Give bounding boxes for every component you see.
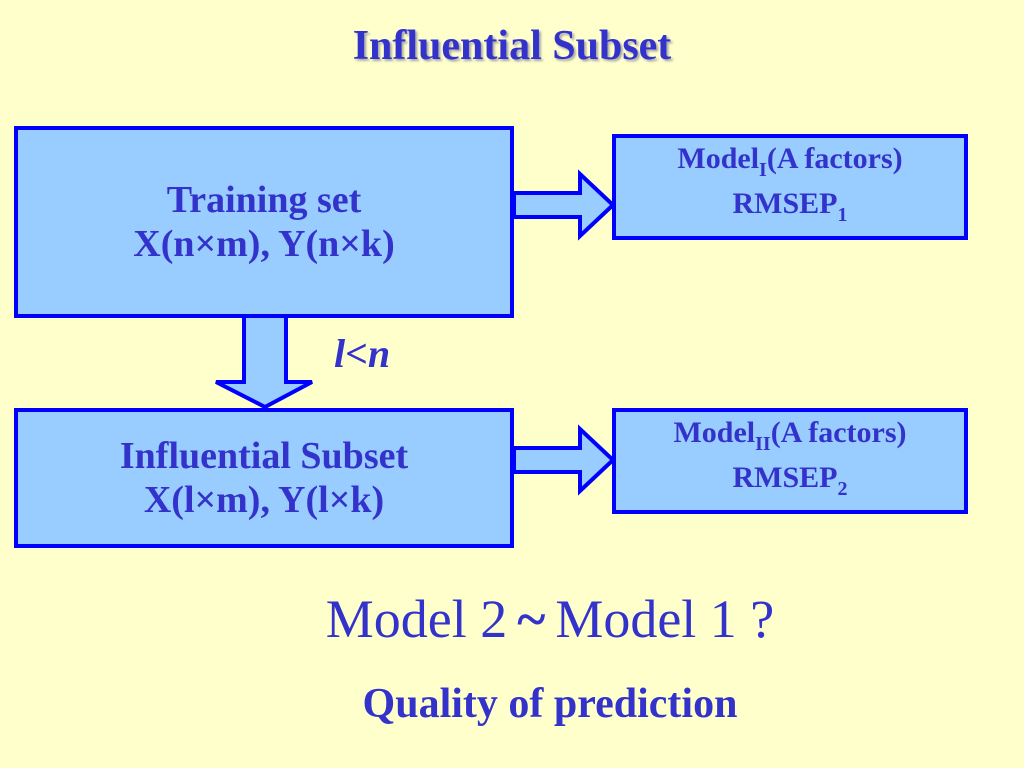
- training-set-label: Training set: [166, 179, 362, 221]
- model-2-rmsep: RMSEP2: [733, 461, 848, 506]
- model-comparison-question: Model 2~Model 1 ?: [0, 588, 1024, 650]
- influential-subset-dims: X(l×m), Y(l×k): [143, 479, 385, 521]
- arrow-training-to-model-1: [512, 169, 616, 241]
- slide-title: Influential Subset: [352, 23, 672, 69]
- arrow-subset-to-model-2: [512, 424, 616, 496]
- quality-of-prediction: Quality of prediction: [362, 681, 738, 727]
- model-2-rmsep-subscript: 2: [837, 478, 848, 500]
- model-1-subscript: I: [759, 159, 767, 181]
- condition-less-than: <: [345, 331, 368, 376]
- influential-subset-box: Influential Subset X(l×m), Y(l×k): [14, 408, 514, 548]
- condition-l: l: [334, 331, 346, 376]
- model-1-box: ModelI(A factors) RMSEP1: [612, 134, 968, 240]
- training-set-box: Training set X(n×m), Y(n×k): [14, 126, 514, 318]
- question-model-2: Model 2: [325, 589, 508, 649]
- model-2-subscript: II: [755, 433, 771, 455]
- training-set-dims: X(n×m), Y(n×k): [133, 223, 395, 265]
- model-1-name-text: Model: [677, 142, 760, 175]
- model-2-name: ModelII(A factors): [673, 416, 906, 461]
- model-1-name: ModelI(A factors): [677, 142, 902, 187]
- condition-n: n: [367, 331, 391, 376]
- model-1-rmsep-subscript: 1: [837, 204, 848, 226]
- model-1-factors: (A factors): [766, 142, 903, 175]
- model-2-name-text: Model: [673, 416, 756, 449]
- condition-label: l<n: [334, 330, 390, 377]
- question-model-1: Model 1 ?: [555, 589, 775, 649]
- model-2-rmsep-text: RMSEP: [732, 461, 838, 494]
- model-2-factors: (A factors): [770, 416, 907, 449]
- model-1-rmsep: RMSEP1: [733, 187, 848, 232]
- influential-subset-label: Influential Subset: [119, 435, 409, 477]
- model-1-rmsep-text: RMSEP: [732, 187, 838, 220]
- question-tilde: ~: [517, 589, 546, 649]
- arrow-training-to-subset: [215, 314, 313, 410]
- model-2-box: ModelII(A factors) RMSEP2: [612, 408, 968, 514]
